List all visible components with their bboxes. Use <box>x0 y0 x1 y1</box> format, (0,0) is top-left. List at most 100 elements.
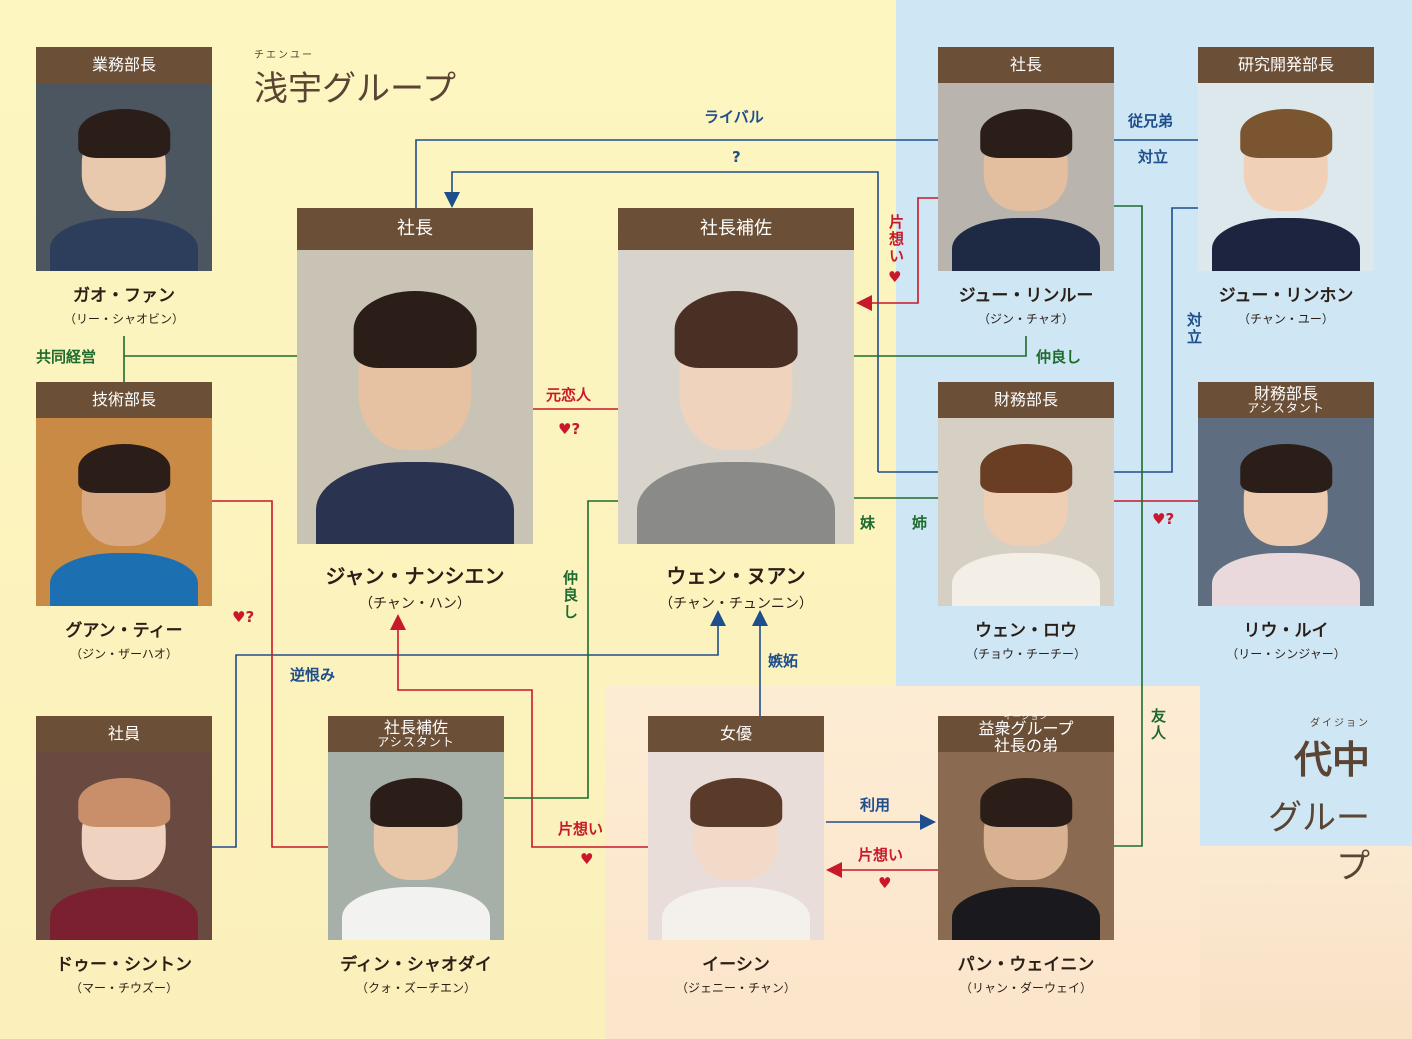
role-label: 財務部長 <box>938 382 1114 418</box>
portrait-photo <box>648 752 824 940</box>
character-name: ガオ・ファン <box>73 286 175 306</box>
relation-jealousy: 嫉妬 <box>768 652 799 670</box>
card-zhu[interactable]: 社長 ジュー・リンルー （ジン・チャオ） <box>938 47 1114 327</box>
line-friendly-ding <box>504 500 618 799</box>
character-name: リウ・ルイ <box>1243 621 1329 641</box>
actor-name: （チャン・ユー） <box>1238 312 1334 326</box>
relation-oppose-2: 対立 <box>1185 312 1203 346</box>
role-label: 社長 <box>938 47 1114 83</box>
line-rival <box>415 139 938 208</box>
role-label: 財務部長アシスタント <box>1198 382 1374 418</box>
relation-friendly-1: 仲良し <box>1036 348 1082 366</box>
character-name: ウェン・ロウ <box>975 621 1077 641</box>
relation-friend: 友人 <box>1149 708 1167 742</box>
card-liu[interactable]: 財務部長アシスタント リウ・ルイ （リー・シンジャー） <box>1198 382 1374 662</box>
role-label: イージョン益衆グループ社長の弟 <box>938 712 1114 755</box>
relation-use: 利用 <box>860 796 891 814</box>
relation-question: ? <box>732 148 741 166</box>
actor-name: （リー・シンジャー） <box>1226 647 1346 661</box>
line-crush-ding <box>390 614 648 848</box>
relation-friendly-2: 仲良し <box>561 570 579 621</box>
group-name-line2: グループ <box>1268 798 1370 887</box>
role-label: 技術部長 <box>36 382 212 418</box>
character-name: ウェン・ヌアン <box>666 564 806 588</box>
actor-name: （チャン・チュンニン） <box>659 596 813 612</box>
portrait-photo <box>938 83 1114 271</box>
group-ruby: ダイジョン <box>1310 718 1370 729</box>
actor-name: （マー・チウズー） <box>69 981 178 995</box>
character-name: ジュー・リンホン <box>1218 286 1354 306</box>
role-label: 業務部長 <box>36 47 212 83</box>
relation-crush-2: 片想い <box>558 820 604 838</box>
character-name: イーシン <box>702 955 770 975</box>
relation-rival: ライバル <box>704 108 764 126</box>
character-name: パン・ウェイニン <box>957 955 1095 975</box>
actor-name: （ジン・チャオ） <box>978 312 1074 326</box>
card-wen[interactable]: 社長補佐 ウェン・ヌアン （チャン・チュンニン） <box>618 208 854 613</box>
actor-name: （リー・シャオビン） <box>63 312 184 326</box>
relation-heartq-2: ♥? <box>1152 510 1175 528</box>
relation-grudge: 逆恨み <box>290 666 336 684</box>
actor-name: （リャン・ダーウェイ） <box>959 981 1092 995</box>
line-guan-ding <box>212 500 328 848</box>
card-yi[interactable]: 女優 イーシン （ジェニー・チャン） <box>648 716 824 996</box>
relation-crush-1: 片想い <box>887 214 905 265</box>
relation-cofound: 共同経営 <box>36 348 97 366</box>
relation-crush-3: 片想い <box>858 846 904 864</box>
line-friend <box>1114 205 1143 847</box>
actor-name: （チャン・ハン） <box>359 596 471 612</box>
group-title-daizhong: ダイジョン 代中 グループ <box>1240 714 1380 888</box>
line-friendly-wenrou <box>854 336 1027 357</box>
actor-name: （ジン・ザーハオ） <box>70 647 178 661</box>
role-label: 社長補佐 <box>618 208 854 250</box>
line-grudge <box>212 610 726 848</box>
group-title-qianyu: チエンユー 浅宇グループ <box>254 46 456 110</box>
portrait-photo <box>36 83 212 271</box>
relation-cousin: 従兄弟 <box>1128 112 1174 130</box>
relation-ex: 元恋人 <box>546 386 592 404</box>
relation-oppose-1: 対立 <box>1138 148 1169 166</box>
role-label: 社員 <box>36 716 212 752</box>
card-du[interactable]: 社員 ドゥー・シントン （マー・チウズー） <box>36 716 212 996</box>
portrait-photo <box>618 250 854 544</box>
portrait-photo <box>1198 83 1374 271</box>
role-label: 研究開発部長 <box>1198 47 1374 83</box>
character-name: ジャン・ナンシエン <box>325 564 505 588</box>
line-oppose <box>1114 207 1198 473</box>
card-jiang[interactable]: 社長 ジャン・ナンシエン （チャン・ハン） <box>297 208 533 613</box>
actor-name: （ジェニー・チャン） <box>676 981 796 995</box>
group-name: 浅宇グループ <box>254 69 456 109</box>
actor-name: （クォ・ズーチエン） <box>355 981 476 995</box>
portrait-photo <box>297 250 533 544</box>
card-wenrou[interactable]: 財務部長 ウェン・ロウ （チョウ・チーチー） <box>938 382 1114 662</box>
area-outside-2 <box>1200 846 1412 1039</box>
character-name: ドゥー・シントン <box>56 955 192 975</box>
role-label: 社長 <box>297 208 533 250</box>
portrait-photo <box>36 418 212 606</box>
role-label: 女優 <box>648 716 824 752</box>
portrait-photo <box>1198 418 1374 606</box>
group-ruby: チエンユー <box>254 50 314 61</box>
actor-name: （チョウ・チーチー） <box>965 647 1086 661</box>
relation-heartq-1: ♥? <box>558 420 581 438</box>
card-zhuh[interactable]: 研究開発部長 ジュー・リンホン （チャン・ユー） <box>1198 47 1374 327</box>
portrait-photo <box>938 418 1114 606</box>
relation-heart-3: ♥ <box>878 874 892 892</box>
relation-older-sister: 姉 <box>912 514 928 532</box>
portrait-photo <box>328 752 504 940</box>
character-name: ディン・シャオダイ <box>340 955 492 975</box>
line-question <box>444 171 879 472</box>
card-ding[interactable]: 社長補佐アシスタント ディン・シャオダイ （クォ・ズーチエン） <box>328 716 504 996</box>
card-gao[interactable]: 業務部長 ガオ・ファン （リー・シャオビン） <box>36 47 212 327</box>
card-pan[interactable]: イージョン益衆グループ社長の弟 パン・ウェイニン （リャン・ダーウェイ） <box>938 712 1114 996</box>
relation-heart-2: ♥ <box>580 850 594 868</box>
group-name-line1: 代中 <box>1293 737 1370 782</box>
character-name: ジュー・リンルー <box>958 286 1094 306</box>
card-guan[interactable]: 技術部長 グアン・ティー （ジン・ザーハオ） <box>36 382 212 662</box>
role-label: 社長補佐アシスタント <box>328 716 504 752</box>
relation-heartq-3: ♥? <box>232 608 255 626</box>
character-name: グアン・ティー <box>65 621 183 641</box>
relation-younger-sister: 妹 <box>860 514 876 532</box>
portrait-photo <box>938 752 1114 940</box>
